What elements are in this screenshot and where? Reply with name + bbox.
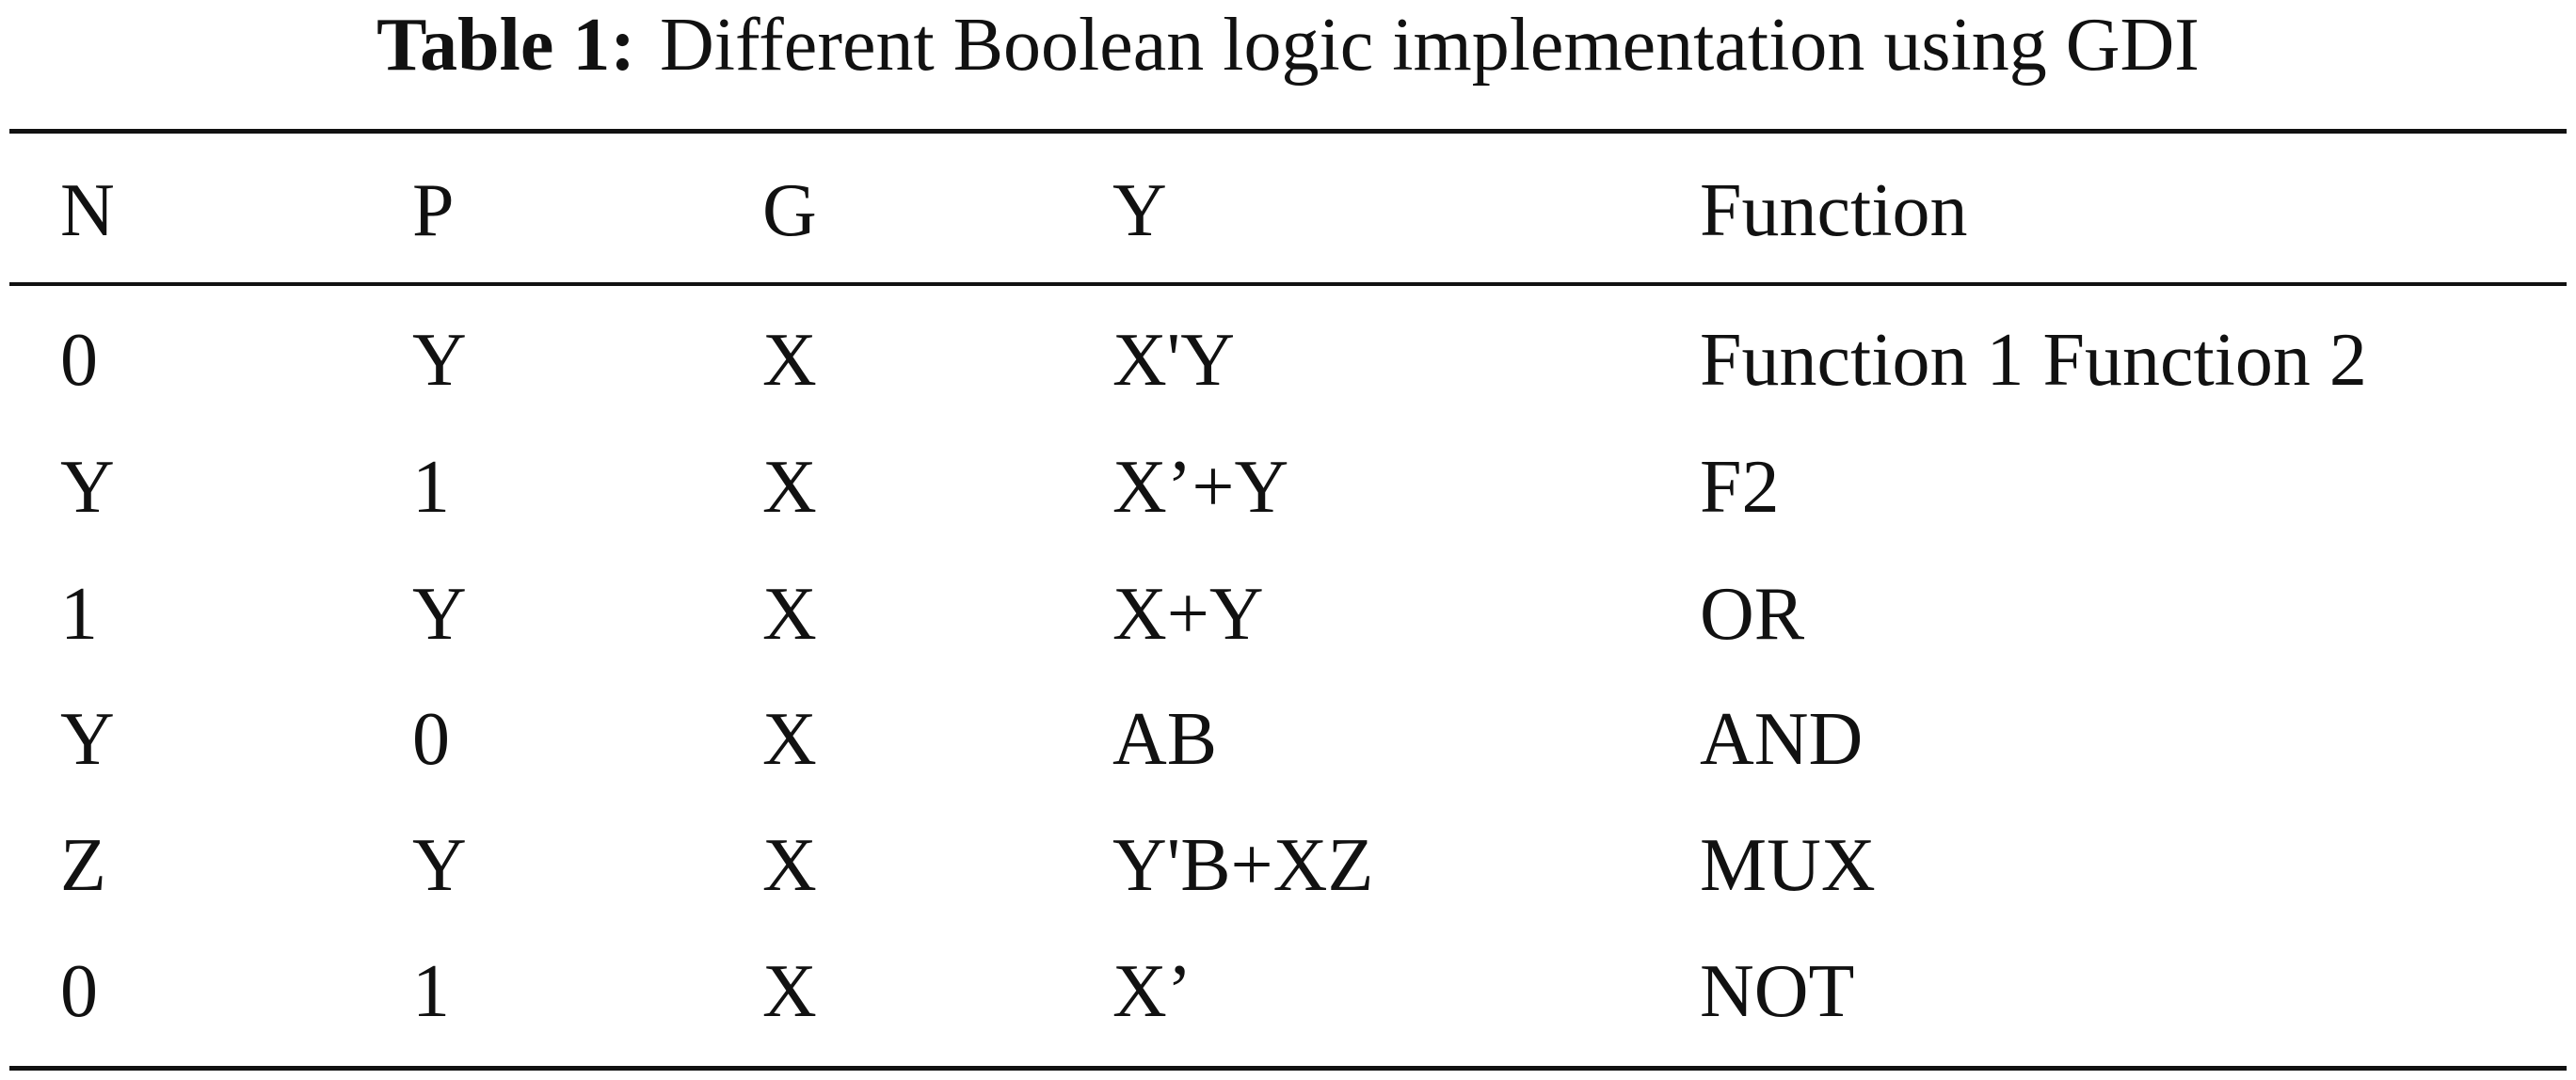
table-caption: Table 1: Different Boolean logic impleme… bbox=[0, 0, 2576, 90]
table-cell-y: X'Y bbox=[1112, 319, 1235, 402]
table-cell-n: Y bbox=[60, 446, 115, 529]
table-cell-y: Y'B+XZ bbox=[1112, 824, 1374, 907]
table-cell-y: AB bbox=[1112, 698, 1218, 781]
table-cell-y: X’ bbox=[1112, 950, 1192, 1033]
table-cell-p: 0 bbox=[412, 698, 450, 781]
table-cell-p: 1 bbox=[412, 446, 450, 529]
table-cell-g: X bbox=[762, 573, 817, 656]
table-cell-n: Y bbox=[60, 698, 115, 781]
table-cell-p: Y bbox=[412, 573, 467, 656]
table-caption-label: Table 1: bbox=[376, 4, 635, 87]
table-cell-y: X’+Y bbox=[1112, 446, 1289, 529]
table-header-rule bbox=[9, 282, 2567, 286]
column-header-n: N bbox=[60, 169, 115, 252]
column-header-function: Function bbox=[1700, 169, 1968, 252]
table-cell-n: Z bbox=[60, 824, 106, 907]
table-cell-function: OR bbox=[1700, 573, 1805, 656]
table-cell-p: Y bbox=[412, 319, 467, 402]
column-header-y: Y bbox=[1112, 169, 1167, 252]
table-cell-g: X bbox=[762, 698, 817, 781]
table-cell-y: X+Y bbox=[1112, 573, 1264, 656]
table-cell-n: 0 bbox=[60, 950, 98, 1033]
table-caption-text: Different Boolean logic implementation u… bbox=[659, 4, 2200, 87]
table-bottom-rule bbox=[9, 1066, 2567, 1071]
table-top-rule bbox=[9, 129, 2567, 134]
table-cell-function: Function 1 Function 2 bbox=[1700, 319, 2367, 402]
table-cell-g: X bbox=[762, 319, 817, 402]
table-cell-function: NOT bbox=[1700, 950, 1855, 1033]
table-cell-p: 1 bbox=[412, 950, 450, 1033]
table-cell-g: X bbox=[762, 446, 817, 529]
table-cell-function: AND bbox=[1700, 698, 1864, 781]
table-cell-p: Y bbox=[412, 824, 467, 907]
table-cell-g: X bbox=[762, 950, 817, 1033]
table-cell-g: X bbox=[762, 824, 817, 907]
table-cell-n: 0 bbox=[60, 319, 98, 402]
column-header-g: G bbox=[762, 169, 817, 252]
table-cell-n: 1 bbox=[60, 573, 98, 656]
column-header-p: P bbox=[412, 169, 455, 252]
table-cell-function: MUX bbox=[1700, 824, 1876, 907]
table-cell-function: F2 bbox=[1700, 446, 1780, 529]
